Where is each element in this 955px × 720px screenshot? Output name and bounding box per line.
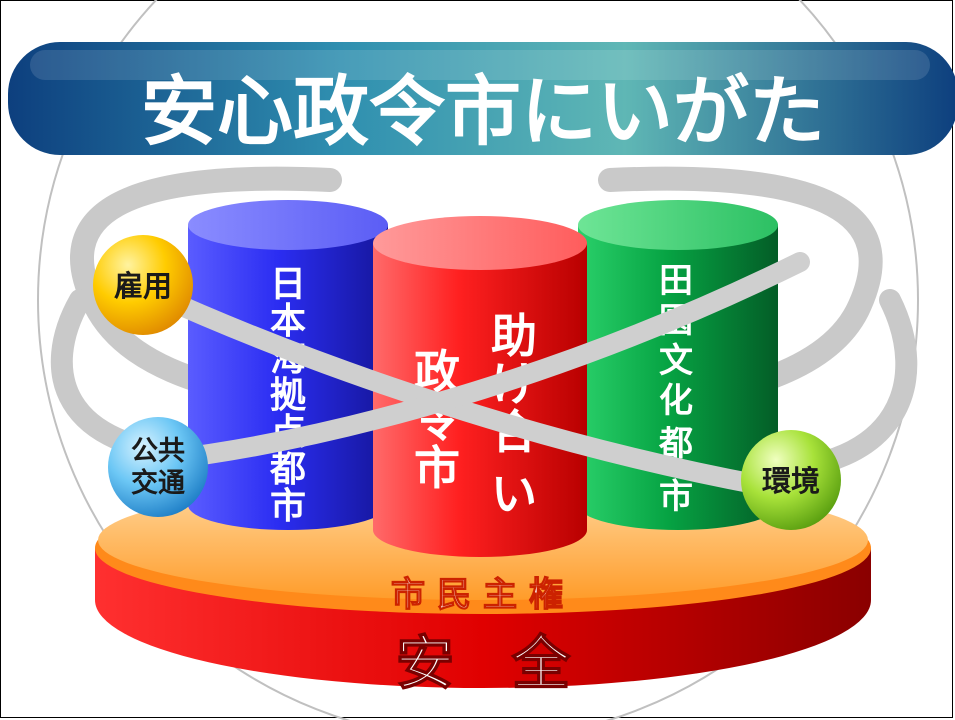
- pillar-center-char: 助: [491, 309, 537, 363]
- sphere-environment: 環境: [741, 430, 841, 530]
- pillar-right-char: 市: [659, 477, 693, 517]
- pillar-center-char: い: [491, 467, 537, 521]
- sphere-transit-label-2: 交通: [131, 467, 185, 499]
- pillar-right-char: 文: [659, 341, 693, 381]
- background-circle: [37, 0, 919, 720]
- sphere-employment-label: 雇用: [114, 269, 172, 303]
- pillar-right-char: 化: [659, 381, 693, 421]
- pillar-left-char: 拠: [270, 375, 307, 416]
- pillar-left-char: 都: [269, 449, 306, 490]
- title-banner: 安心政令市にいがた: [8, 42, 955, 156]
- sphere-public-transit: 公共 交通: [108, 417, 208, 517]
- sphere-transit-label-1: 公共: [131, 436, 185, 467]
- pillar-center-char: 市: [414, 441, 460, 495]
- base-upper-label: 市民主権: [391, 575, 575, 615]
- pillar-left-text: 日 本 海 拠 点 都 市: [269, 264, 307, 527]
- pillar-center-text: 政 令 市 助 け 合 い: [414, 309, 537, 521]
- base-lower-label: 安 全: [396, 629, 571, 697]
- sphere-employment: 雇用: [93, 235, 193, 335]
- page-title: 安心政令市にいがた: [141, 67, 825, 156]
- pillar-left-char: 日: [270, 264, 306, 305]
- orbit-bands-front: [140, 252, 810, 495]
- pillar-right-char: 田: [659, 261, 693, 301]
- sphere-environment-label: 環境: [762, 464, 820, 498]
- pillar-left-char: 市: [270, 486, 306, 527]
